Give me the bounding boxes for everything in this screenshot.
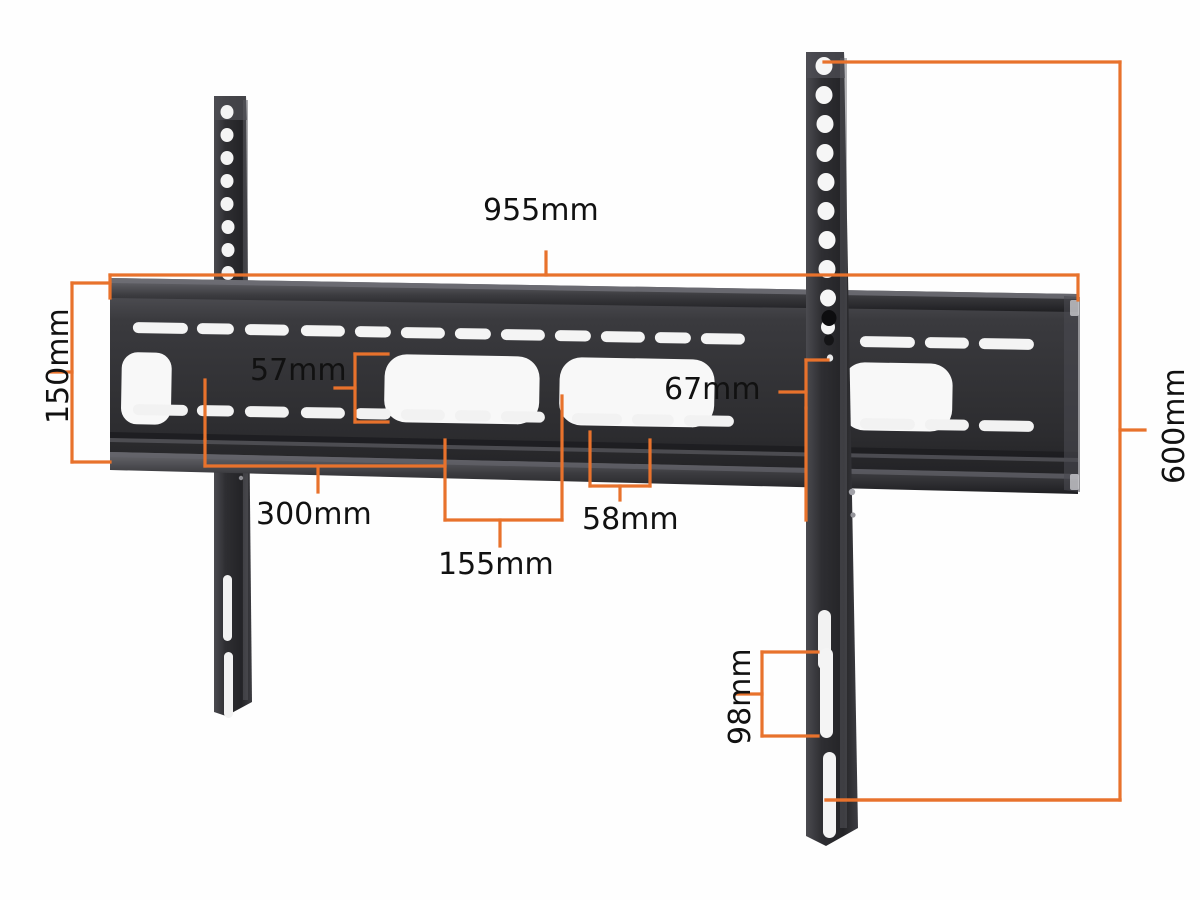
upper-oval-slot-row <box>132 322 1034 350</box>
dimline-955mm <box>108 250 1080 302</box>
dimline-155mm <box>443 394 564 548</box>
dimension-label-155mm: 155mm <box>438 547 554 582</box>
dimension-label-98mm: 98mm <box>723 648 758 745</box>
dimline-300mm <box>203 378 447 494</box>
dimension-label-58mm: 58mm <box>582 502 679 537</box>
dimline-67mm <box>778 358 830 522</box>
dimension-label-300mm: 300mm <box>256 497 372 532</box>
dimline-58mm <box>588 430 652 502</box>
right-vertical-arm <box>806 52 858 846</box>
dimension-label-600mm: 600mm <box>1157 368 1192 484</box>
dimension-label-57mm: 57mm <box>250 353 347 388</box>
dimension-label-67mm: 67mm <box>664 372 761 407</box>
dimline-57mm <box>333 352 390 424</box>
dimline-150mm <box>48 281 112 464</box>
dimline-98mm <box>734 650 820 738</box>
dimension-label-955mm: 955mm <box>483 193 599 228</box>
dimension-label-150mm: 150mm <box>41 308 76 424</box>
lower-oval-slot-row <box>132 404 1034 432</box>
